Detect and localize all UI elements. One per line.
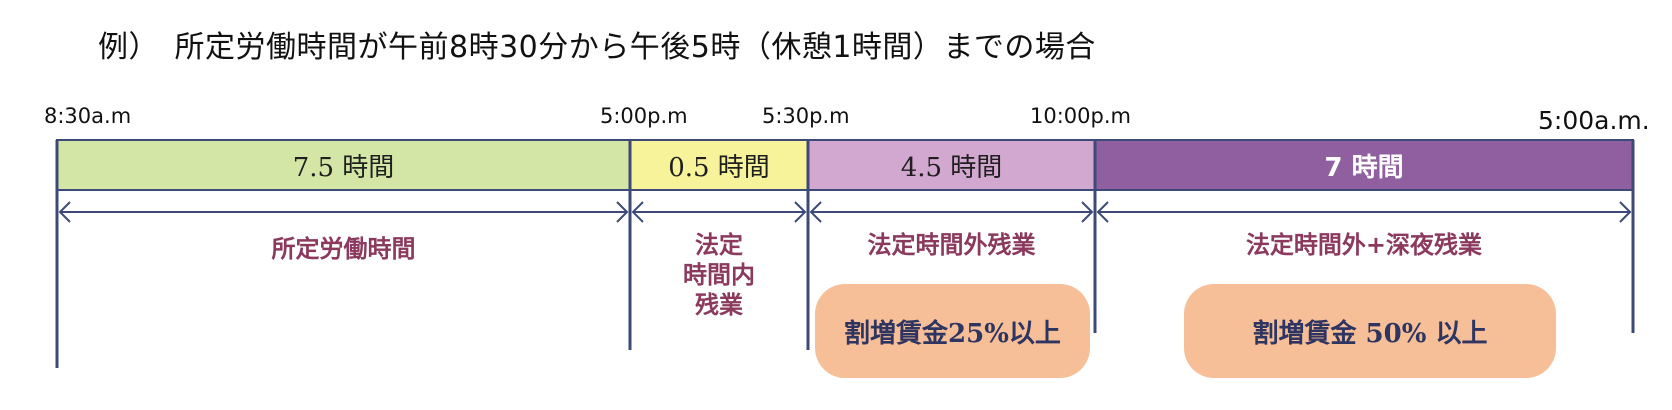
segment-label-within-legal: 0.5 時間: [668, 152, 770, 183]
segment-label-scheduled: 7.5 時間: [292, 152, 395, 183]
time-label-1730: 5:30p.m: [762, 104, 850, 128]
segment-label-overtime-night: 7 時間: [1324, 152, 1404, 183]
time-label-end: 5:00a.m.: [1538, 106, 1650, 135]
time-label-start: 8:30a.m: [44, 104, 132, 128]
category-within-legal-line1: 法定: [695, 231, 743, 259]
time-label-2200: 10:00p.m: [1030, 104, 1131, 128]
premium-badge-25: 割増賃金25%以上: [815, 284, 1090, 378]
category-overtime: 法定時間外残業: [867, 231, 1036, 259]
bar-overtime-night: [1094, 139, 1634, 191]
category-within-legal-line3: 残業: [695, 291, 743, 319]
bar-within-legal: [629, 139, 809, 191]
segment-label-overtime: 4.5 時間: [900, 152, 1003, 183]
category-within-legal-line2: 時間内: [683, 261, 755, 289]
category-overtime-night: 法定時間外+深夜残業: [1245, 231, 1483, 259]
category-scheduled: 所定労働時間: [271, 235, 416, 263]
premium-badge-50: 割増賃金 50% 以上: [1184, 284, 1556, 378]
span-arrows: [58, 201, 1632, 223]
category-within-legal: 法定 時間内 残業: [630, 230, 808, 320]
time-label-1700: 5:00p.m: [600, 104, 688, 128]
diagram-title: 例） 所定労働時間が午前8時30分から午後5時（休憩1時間）までの場合: [98, 30, 1096, 65]
